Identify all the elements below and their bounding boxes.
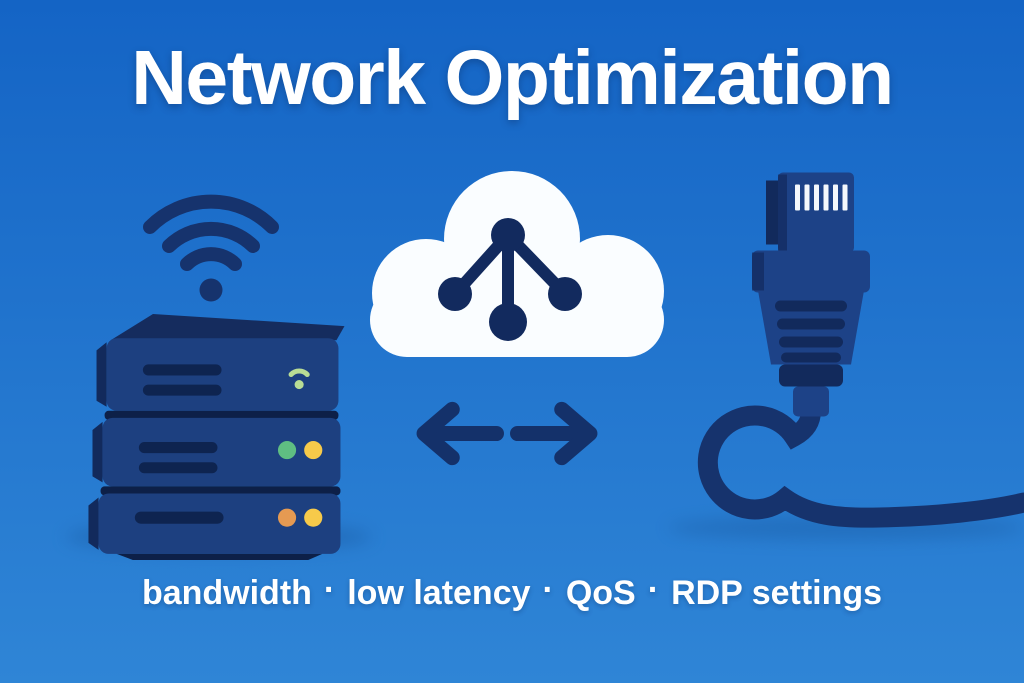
server-mini-wifi-arc bbox=[288, 368, 310, 378]
network-nodes bbox=[438, 218, 582, 341]
tagline: bandwidth · low latency · QoS · RDP settings bbox=[0, 571, 1024, 613]
server-gap1 bbox=[104, 410, 339, 420]
server-unit2-slot2 bbox=[138, 462, 218, 474]
plug-neck bbox=[793, 386, 829, 417]
server-unit3-slot1 bbox=[134, 511, 224, 524]
cloud-network-icon bbox=[342, 156, 692, 370]
bidirectional-arrows-icon bbox=[404, 393, 610, 479]
tagline-separator: · bbox=[542, 571, 554, 609]
plug-tip-shade bbox=[778, 174, 787, 251]
server-top-face bbox=[110, 314, 345, 341]
server-gap2 bbox=[100, 486, 341, 496]
server-led-yellow2 bbox=[304, 508, 323, 527]
server-led-yellow1 bbox=[304, 441, 323, 460]
arrows-svg bbox=[416, 401, 598, 466]
server-bottom-face bbox=[116, 553, 323, 560]
page-title: Network Optimization bbox=[131, 35, 894, 121]
server-unit2-side bbox=[92, 421, 103, 483]
network-bottom-node bbox=[489, 303, 527, 341]
tagline-separator: · bbox=[323, 571, 336, 609]
server-led-orange bbox=[277, 508, 297, 527]
server-unit1-side bbox=[96, 342, 107, 407]
cloud-svg bbox=[370, 171, 664, 357]
left-arrow-head bbox=[416, 401, 460, 466]
network-right-node bbox=[548, 277, 582, 311]
right-arrow-head bbox=[554, 401, 598, 466]
tagline-keyword-bandwidth: bandwidth bbox=[141, 574, 312, 612]
server-stack-icon bbox=[80, 310, 358, 562]
ethernet-svg bbox=[697, 172, 1024, 528]
server-unit3-side bbox=[88, 497, 99, 550]
server-unit2-slot1 bbox=[138, 442, 218, 454]
wifi-middle-arc bbox=[162, 221, 260, 253]
wifi-outer-arc bbox=[143, 194, 279, 234]
boot-grooves bbox=[775, 300, 847, 363]
plug-shoulder bbox=[752, 250, 870, 293]
tagline-separator: · bbox=[647, 571, 660, 609]
server-unit1-slot2 bbox=[142, 384, 222, 396]
ethernet-cable-icon bbox=[664, 160, 1024, 556]
tagline-keyword-qos: QoS bbox=[565, 574, 636, 612]
server-svg bbox=[88, 314, 345, 560]
tagline-keyword-rdp-settings: RDP settings bbox=[671, 574, 883, 612]
wifi-inner-arc bbox=[180, 247, 242, 271]
server-unit3 bbox=[98, 493, 341, 554]
plug-pins bbox=[795, 184, 848, 211]
wifi-icon bbox=[130, 166, 292, 306]
server-led-green bbox=[277, 441, 297, 460]
plug-shoulder-shade bbox=[752, 252, 764, 291]
plug-collar bbox=[779, 364, 843, 387]
cable-loop bbox=[697, 400, 1024, 528]
network-left-node bbox=[438, 277, 472, 311]
server-unit1-slot1 bbox=[142, 364, 222, 376]
wifi-svg bbox=[143, 194, 279, 302]
server-mini-wifi-dot bbox=[294, 380, 304, 390]
network-hub-node bbox=[491, 218, 525, 252]
tagline-keyword-low-latency: low latency bbox=[347, 574, 531, 612]
wifi-dot bbox=[199, 278, 223, 302]
